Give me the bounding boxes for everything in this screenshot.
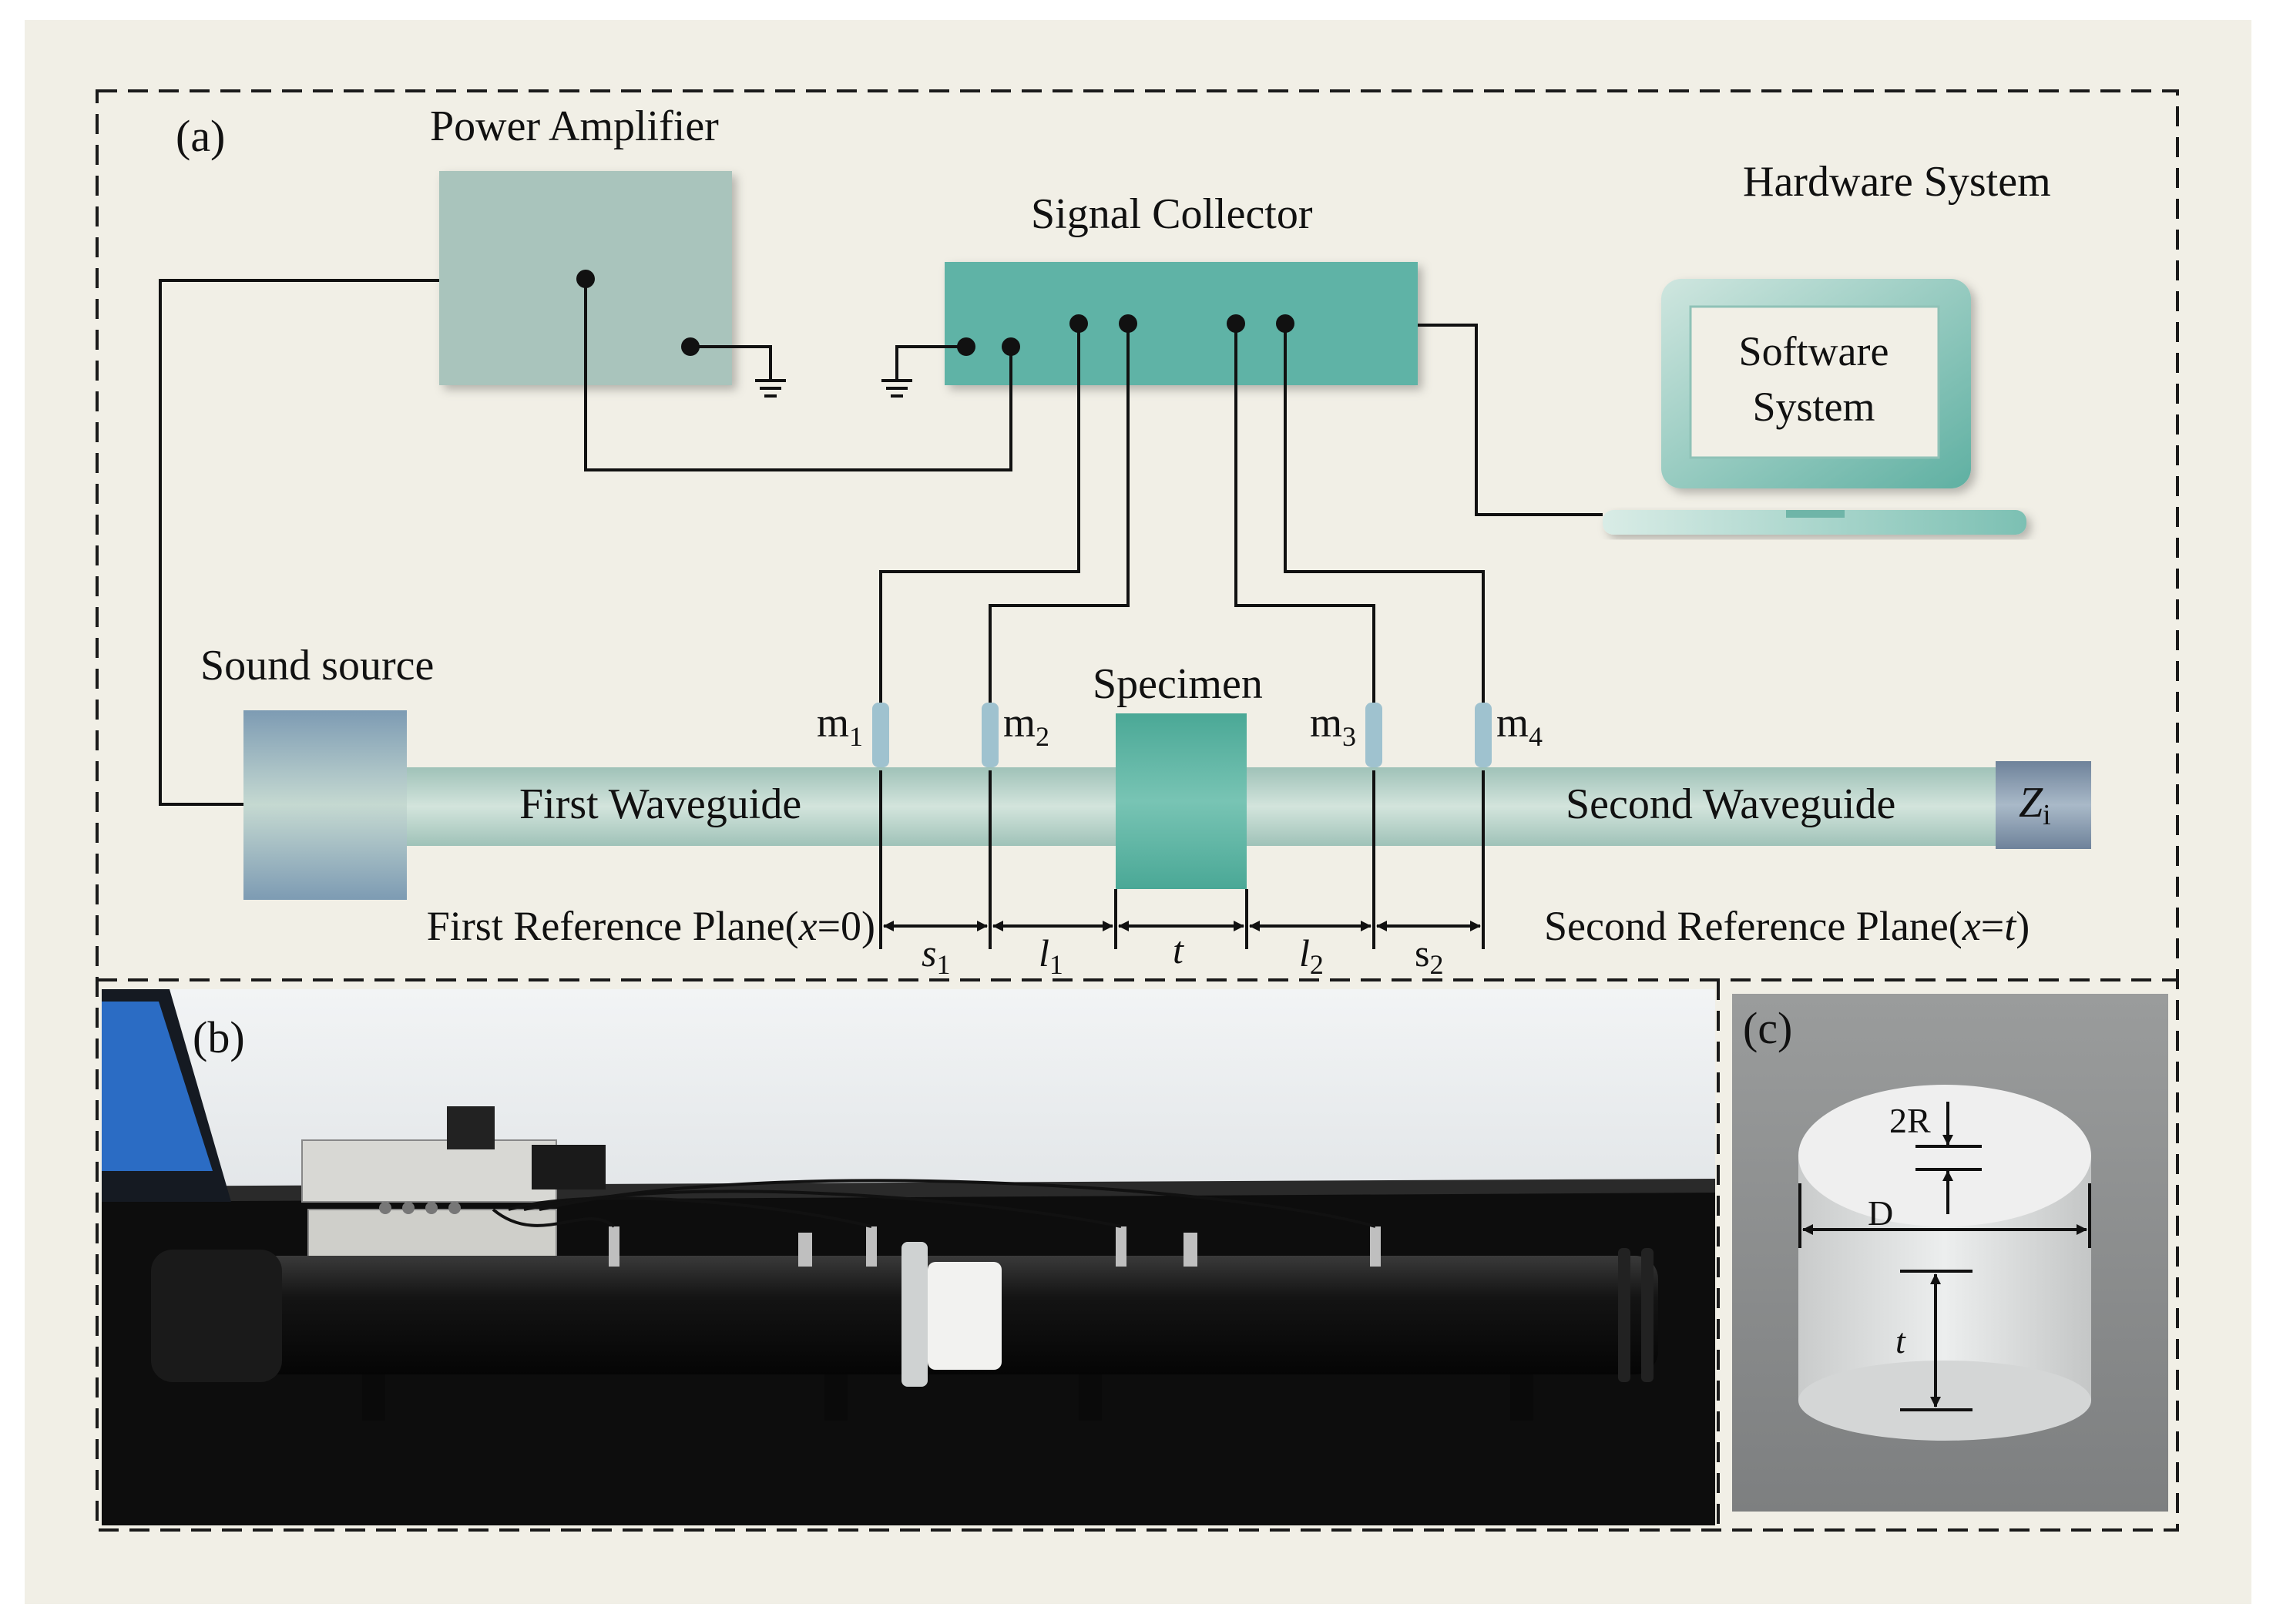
dim-label-s1: s1 (922, 931, 950, 980)
sound-source-box (243, 710, 407, 900)
photo-c-cylinder-bottom (1798, 1361, 2091, 1441)
photo-b-cables (492, 1179, 1376, 1228)
power-amplifier-label: Power Amplifier (430, 102, 719, 150)
panel-a: (a) Power Amplifier Signal Collector Har… (159, 102, 2091, 980)
wire-m4 (1284, 324, 1485, 703)
first-waveguide-label: First Waveguide (519, 780, 801, 828)
panel-a-label: (a) (176, 111, 225, 161)
dim-label-l2: l2 (1299, 931, 1324, 980)
first-reference-plane-label: First Reference Plane(x=0) (427, 903, 875, 949)
microphone-m2 (982, 703, 999, 767)
photo-b-specimen (928, 1262, 1002, 1370)
ground-symbol-collector (881, 379, 912, 398)
mic-label-m2: m2 (1003, 700, 1049, 752)
photo-b-tube-end-ring1 (1618, 1248, 1630, 1382)
laptop-display (1689, 305, 1940, 459)
microphone-m4 (1475, 703, 1492, 767)
mic-label-m1: m1 (817, 700, 863, 752)
microphone-m3 (1365, 703, 1382, 767)
panel-b-label: (b) (193, 1012, 245, 1062)
signal-collector-box (945, 262, 1418, 385)
wire-collector-ground (895, 345, 966, 381)
dim-label-l1: l1 (1039, 931, 1063, 980)
photo-c-dimensions (1798, 1102, 2091, 1411)
wire-m1 (879, 324, 1080, 703)
wiring (159, 279, 1603, 806)
impedance-label: Zi (2019, 779, 2051, 831)
mic-label-m3: m3 (1310, 700, 1356, 752)
photo-b-microphones (609, 1226, 1381, 1267)
software-system-line2: System (1752, 384, 1875, 430)
dimension-lines (879, 770, 1485, 949)
wire-amp-ground (690, 345, 772, 381)
panel-b-photo: (b) (102, 989, 1715, 1525)
photo-b-tube-sleeve (151, 1250, 282, 1382)
dim-label-s2: s2 (1415, 931, 1443, 980)
photo-c-diameter-label: D (1868, 1193, 1893, 1233)
terminal-dots (576, 270, 1294, 356)
specimen-label: Specimen (1093, 660, 1263, 708)
laptop-notch (1786, 510, 1845, 518)
wire-amp-to-source (159, 279, 439, 806)
microphone-m1 (872, 703, 889, 767)
photo-b-flange (901, 1242, 928, 1387)
sound-source-label: Sound source (200, 642, 434, 690)
impedance-sub: i (2043, 799, 2051, 831)
second-reference-plane-label: Second Reference Plane(x=t) (1544, 903, 2030, 949)
photo-c-hole-label: 2R (1889, 1101, 1931, 1140)
wire-collector-to-laptop (1418, 324, 1603, 516)
photo-b-tube-end-ring2 (1641, 1248, 1654, 1382)
impedance-termination (1996, 761, 2091, 849)
wire-amp-to-collector (584, 279, 1012, 471)
photo-c-thickness-label: t (1895, 1321, 1906, 1361)
software-system-line1: Software (1739, 328, 1889, 374)
signal-collector-label: Signal Collector (1031, 190, 1313, 238)
hardware-system-label: Hardware System (1743, 158, 2051, 206)
photo-c-cylinder-top (1798, 1085, 2091, 1226)
figure-frame (96, 89, 2179, 1532)
impedance-main: Z (2019, 779, 2043, 827)
ground-symbol-amplifier (755, 379, 786, 398)
photo-b-daq-stack (301, 1106, 606, 1269)
laptop-icon (1603, 279, 2026, 535)
wire-m3 (1234, 324, 1375, 703)
laptop-base (1603, 510, 2026, 535)
specimen-block (1116, 713, 1247, 889)
photo-b-monitor-screen (102, 1002, 213, 1171)
panel-c-photo: (c) 2R D t (1732, 994, 2168, 1512)
second-waveguide-label: Second Waveguide (1566, 780, 1895, 828)
wire-m2 (989, 324, 1130, 703)
panel-c-label: (c) (1743, 1003, 1792, 1053)
mic-label-m4: m4 (1496, 700, 1543, 752)
dim-label-t: t (1173, 928, 1184, 971)
